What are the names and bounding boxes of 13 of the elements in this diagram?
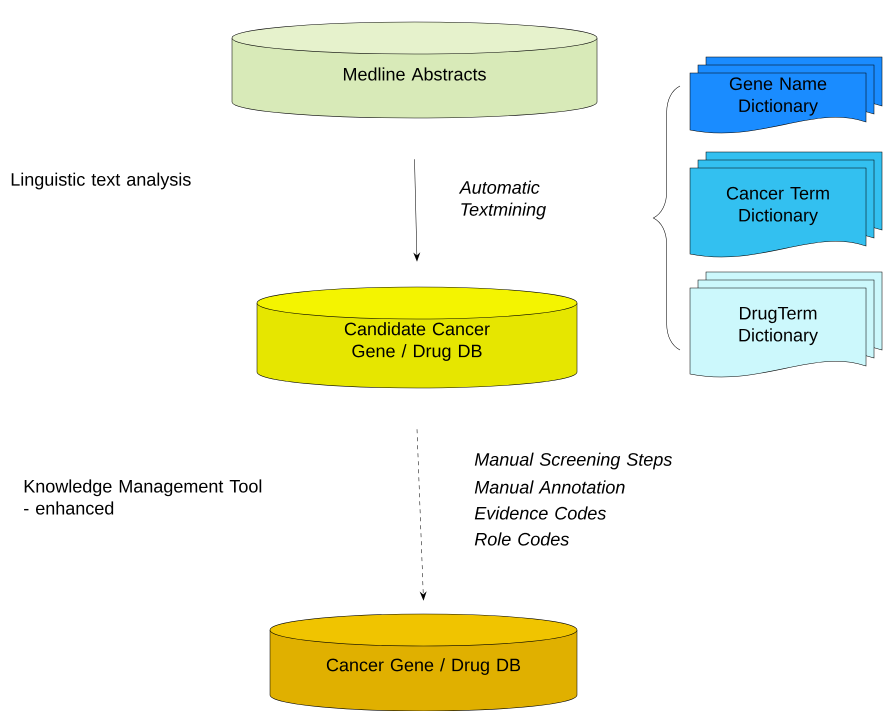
stacked-documents: Gene Name Dictionary	[690, 56, 882, 134]
database-cylinder: Medline Abstracts	[232, 22, 598, 118]
stacked-documents: DrugTerm Dictionary	[690, 272, 882, 378]
database-cylinder: Cancer Gene / Drug DB	[270, 614, 578, 711]
annotation-text: Manual Annotation	[474, 480, 625, 494]
stacked-documents: Cancer Term Dictionary	[690, 152, 882, 258]
database-cylinder: Candidate Cancer Gene / Drug DB	[256, 286, 578, 388]
annotation-text: Linguistic text analysis	[12, 172, 191, 190]
annotation-text: Manual Screening Steps	[474, 452, 672, 470]
annotation-text: Role Codes	[474, 532, 569, 546]
annotation-text: Knowledge Management Tool - enhanced	[24, 479, 262, 515]
annotation-text: Evidence Codes	[474, 506, 606, 520]
edge-label: Automatic Textmining	[458, 180, 546, 220]
